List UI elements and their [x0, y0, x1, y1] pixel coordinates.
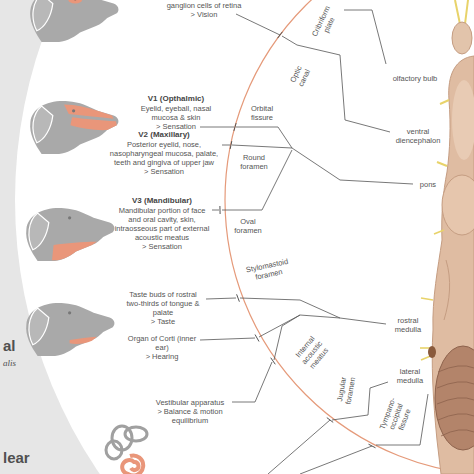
brain-region-label: rostral medulla: [389, 316, 427, 334]
foramen-label: Cribriform plate: [308, 0, 342, 46]
text-group: V2 (Maxillary)Posterior eyelid, nose, na…: [108, 130, 220, 176]
function-text: > Taste: [122, 317, 204, 326]
arc-brackets: [220, 32, 376, 448]
arc-bracket: [327, 418, 333, 423]
dog-head-icon: [26, 303, 114, 356]
function-text: > Sensation: [114, 242, 210, 251]
function-text: > Vision: [166, 10, 242, 19]
function-text: Organ of Corti (inner ear): [126, 334, 198, 352]
dog-head-icon: [30, 0, 118, 42]
function-text: Vestibular apparatus: [150, 398, 230, 407]
nerve-heading: V3 (Mandibular): [114, 196, 210, 206]
arc-bracket: [278, 32, 283, 38]
brain-region-label: pons: [416, 180, 440, 189]
function-text: > Balance & motion equilibrium: [150, 407, 230, 425]
nerve-heading: V1 (Opthalmic): [128, 94, 224, 104]
foramen-arc: [225, 0, 474, 474]
dog-head-icon: [26, 208, 114, 261]
foramen-label: Oval foramen: [231, 217, 265, 235]
function-text: Eyelid, eyeball, nasal mucosa & skin: [128, 104, 224, 122]
function-text: > Hearing: [126, 352, 198, 361]
foramen-label: Internal acoustic meatus: [290, 330, 334, 375]
text-group: ganglion cells of retina> Vision: [166, 1, 242, 19]
brain-region-label: lateral medulla: [392, 367, 428, 385]
nerve-heading: V2 (Maxillary): [108, 130, 220, 140]
text-group: Vestibular apparatus> Balance & motion e…: [150, 398, 230, 425]
function-text: Posterior eyelid, nose, nasopharyngeal m…: [108, 140, 220, 167]
text-group: Organ of Corti (inner ear)> Hearing: [126, 334, 198, 361]
function-text: Taste buds of rostral two-thirds of tong…: [122, 290, 204, 317]
foramen-label: Tympano-occipital fissure: [376, 393, 415, 440]
function-text: > Sensation: [108, 167, 220, 176]
inner-ear-icon: [106, 426, 147, 474]
arc-bracket: [230, 141, 232, 149]
foramen-label: Round foramen: [237, 153, 271, 171]
text-group: V3 (Mandibular)Mandibular portion of fac…: [114, 196, 210, 251]
function-text: ganglion cells of retina: [166, 1, 242, 10]
brain-region-label: olfactory bulb: [387, 74, 443, 83]
dog-head-icon: [30, 101, 118, 154]
arc-bracket: [271, 358, 276, 365]
foramen-label: Orbital fissure: [245, 104, 279, 122]
text-group: Taste buds of rostral two-thirds of tong…: [122, 290, 204, 326]
foramen-label: Optic canal: [286, 59, 315, 94]
brain-region-label: ventral diencephalon: [393, 127, 443, 145]
foramen-label: Jugular foramen: [334, 372, 358, 409]
arc-bracket: [234, 123, 236, 131]
nerve-title-fragment: lear: [3, 450, 30, 467]
arc-bracket: [237, 294, 240, 301]
arc-bracket: [219, 206, 220, 214]
foramen-label: Stylomastoid foramen: [241, 256, 296, 284]
nerve-title-fragment: alis: [3, 358, 16, 369]
text-group: V1 (Opthalmic)Eyelid, eyeball, nasal muc…: [128, 94, 224, 131]
arc-bracket: [369, 444, 376, 448]
nerve-title-fragment: al: [3, 338, 16, 355]
arc-bracket: [255, 335, 259, 342]
function-text: Mandibular portion of face and oral cavi…: [114, 206, 210, 242]
function-text: > Sensation: [128, 122, 224, 131]
brain-illustration: [420, 0, 474, 474]
inner-field: [15, 0, 474, 474]
